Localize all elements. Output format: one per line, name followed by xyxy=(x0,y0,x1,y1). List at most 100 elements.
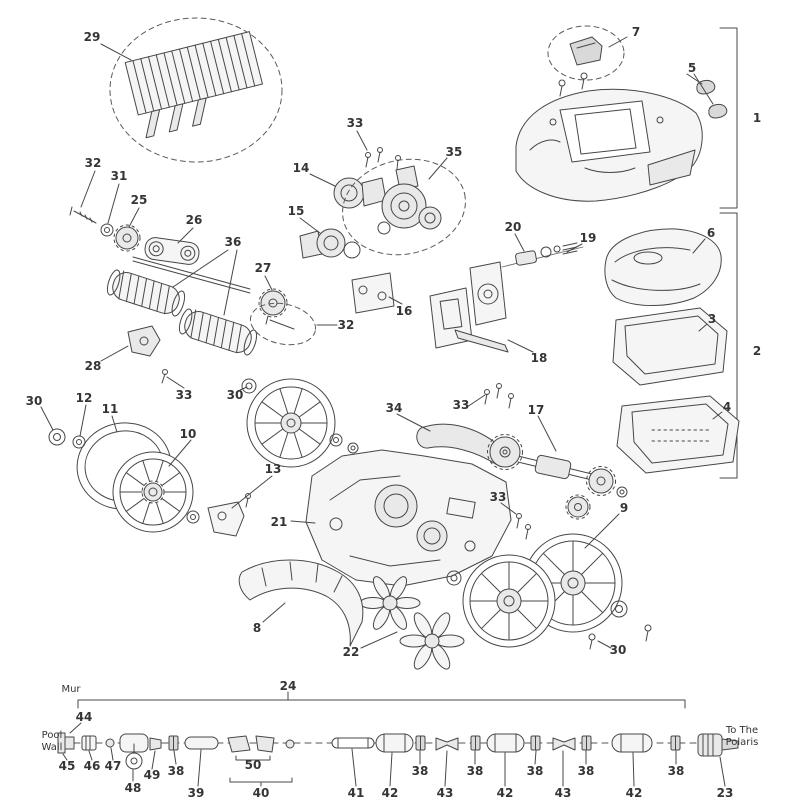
part-label-43-58: 43 xyxy=(554,786,572,800)
screw-icon xyxy=(508,393,514,409)
part-43-swivel-a xyxy=(435,737,459,751)
part-label-47-44: 47 xyxy=(104,759,122,773)
part-label-12-26: 12 xyxy=(75,391,93,405)
part-label-38-61: 38 xyxy=(667,764,685,778)
part-label-34-28: 34 xyxy=(385,401,403,415)
part-6-top-cover xyxy=(604,228,722,306)
screw-icon xyxy=(161,369,168,384)
part-36-brush-b xyxy=(178,308,258,356)
part-43-swivel-b xyxy=(552,737,576,751)
part-label-39-48: 39 xyxy=(187,786,205,800)
part-label-30-39: 30 xyxy=(609,643,627,657)
part-28-bracket xyxy=(127,325,161,357)
part-10-wheel xyxy=(112,451,194,533)
part-3-filter-tray xyxy=(612,307,728,386)
part-17-drive-shaft xyxy=(487,434,628,520)
part-label-42-60: 42 xyxy=(625,786,643,800)
part-label-33-29: 33 xyxy=(452,398,470,412)
part-label-26-10: 26 xyxy=(185,213,203,227)
part-38-nut xyxy=(581,735,592,751)
part-label-45-42: 45 xyxy=(58,759,76,773)
part-42-float-b xyxy=(486,733,525,753)
part-39-float xyxy=(184,736,219,750)
screw-icon xyxy=(588,633,596,650)
part-label-44-41: 44 xyxy=(75,710,93,724)
text-label-pool-wall: Pool Wall xyxy=(41,730,63,753)
part-36-brush-a xyxy=(106,269,186,317)
part-label-10-32: 10 xyxy=(179,427,197,441)
text-label-mur: Mur xyxy=(61,684,81,695)
part-label-38-57: 38 xyxy=(526,764,544,778)
text-label-to-the-polaris: To The Polaris xyxy=(725,725,759,748)
part-label-40-50: 40 xyxy=(252,786,270,800)
part-48-valve xyxy=(119,733,149,770)
screw-icon xyxy=(580,72,588,90)
part-label-33-23: 33 xyxy=(175,388,193,402)
part-label-48-45: 48 xyxy=(124,781,142,795)
part-label-50-49: 50 xyxy=(244,758,262,772)
part-label-1-3: 1 xyxy=(752,111,762,125)
part-16-bracket xyxy=(351,272,395,314)
part-label-42-52: 42 xyxy=(381,786,399,800)
screw-icon xyxy=(245,493,251,508)
part-47-ball xyxy=(105,738,115,748)
part-13-bracket xyxy=(207,493,251,537)
part-38-nut xyxy=(415,735,426,751)
part-label-33-35: 33 xyxy=(489,490,507,504)
part-label-38-53: 38 xyxy=(411,764,429,778)
part-label-49-46: 49 xyxy=(143,768,161,782)
part-label-33-4: 33 xyxy=(346,116,364,130)
part-label-38-55: 38 xyxy=(466,764,484,778)
part-label-8-37: 8 xyxy=(252,621,262,635)
part-label-36-12: 36 xyxy=(224,235,242,249)
part-20-19-shaft-kit xyxy=(501,242,584,268)
part-label-25-9: 25 xyxy=(130,193,148,207)
part-45-wall-fitting xyxy=(57,732,75,754)
part-22-impeller-a xyxy=(359,576,421,630)
part-38-nut xyxy=(670,735,681,751)
part-label-7-1: 7 xyxy=(631,25,641,39)
screw-icon xyxy=(525,524,531,540)
screw-icon xyxy=(558,79,566,97)
part-label-31-8: 31 xyxy=(110,169,128,183)
part-12-washer xyxy=(72,435,86,449)
part-label-32-7: 32 xyxy=(84,156,102,170)
part-9-wheel-left xyxy=(462,554,556,648)
part-label-14-6: 14 xyxy=(292,161,310,175)
part-38-nut xyxy=(168,735,179,751)
part-label-24-40: 24 xyxy=(279,679,297,693)
leader-lines xyxy=(40,36,726,787)
part-label-30-24: 30 xyxy=(226,388,244,402)
part-29-power-supply xyxy=(109,17,283,163)
part-50-40-couplers xyxy=(227,735,295,783)
group-bracket-1 xyxy=(719,27,738,209)
part-4-bottom-tray xyxy=(616,395,740,474)
screw-icon xyxy=(365,152,371,168)
part-label-43-54: 43 xyxy=(436,786,454,800)
part-bearing-small xyxy=(329,433,359,454)
part-18-frame xyxy=(429,261,509,353)
part-38-nut xyxy=(530,735,541,751)
part-bearing-small xyxy=(186,510,200,524)
part-25-gear xyxy=(113,224,141,252)
part-label-21-34: 21 xyxy=(270,515,288,529)
part-label-19-15: 19 xyxy=(579,231,597,245)
part-label-6-16: 6 xyxy=(706,226,716,240)
part-21-chassis xyxy=(305,449,512,587)
part-label-5-2: 5 xyxy=(687,61,697,75)
part-label-32-21: 32 xyxy=(337,318,355,332)
part-23-connector xyxy=(697,733,739,757)
part-label-23-62: 23 xyxy=(716,786,734,800)
part-42-float-a xyxy=(375,733,414,753)
part-32-long-screw xyxy=(69,206,97,224)
part-label-28-22: 28 xyxy=(84,359,102,373)
part-label-3-19: 3 xyxy=(707,312,717,326)
part-14-pump-motor xyxy=(333,177,387,209)
group-bracket-24 xyxy=(77,699,686,709)
part-32b-screw-callout xyxy=(249,302,317,346)
part-31-washer xyxy=(100,223,114,237)
part-label-20-14: 20 xyxy=(504,220,522,234)
part-label-38-47: 38 xyxy=(167,764,185,778)
part-41-hose xyxy=(331,737,375,749)
